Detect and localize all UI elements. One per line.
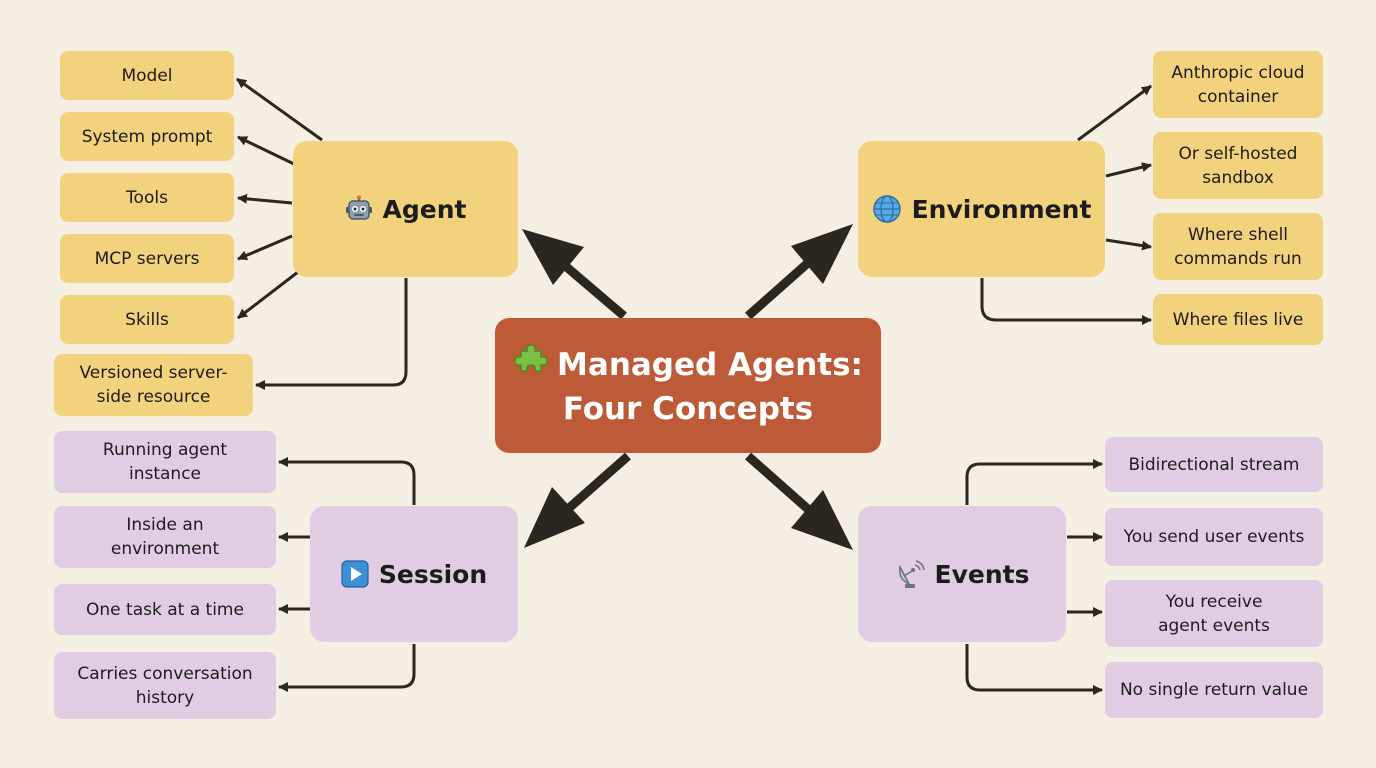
center-arrows xyxy=(522,224,853,550)
center-title-line1: Managed Agents: xyxy=(557,346,863,383)
puzzle-piece-icon xyxy=(513,341,549,388)
agent-item: Skills xyxy=(60,295,234,344)
events-arrows xyxy=(965,459,1103,695)
environment-arrows xyxy=(980,84,1152,325)
events-item: You send user events xyxy=(1105,508,1323,566)
hub-environment-label: Environment xyxy=(911,194,1092,224)
satellite-dish-icon xyxy=(895,559,925,589)
hub-agent: Agent xyxy=(293,141,518,277)
hub-environment: Environment xyxy=(858,141,1105,277)
hub-agent-label: Agent xyxy=(382,194,467,224)
agent-item: System prompt xyxy=(60,112,234,161)
session-arrows xyxy=(278,457,416,692)
center-node: Managed Agents: Four Concepts xyxy=(495,318,881,453)
hub-events: Events xyxy=(858,506,1066,642)
arrow-to-agent xyxy=(522,229,584,285)
hub-events-label: Events xyxy=(934,559,1030,589)
agent-item: MCP servers xyxy=(60,234,234,283)
arrow-to-events xyxy=(791,490,853,550)
center-title-line2: Four Concepts xyxy=(562,391,814,427)
arrow-to-environment xyxy=(791,224,853,284)
globe-icon xyxy=(872,194,902,224)
agent-item: Model xyxy=(60,51,234,100)
agent-arrows xyxy=(236,77,408,390)
hub-session-label: Session xyxy=(378,559,488,589)
session-item: One task at a time xyxy=(54,584,276,635)
events-item: No single return value xyxy=(1105,662,1323,718)
robot-icon xyxy=(345,195,373,223)
hub-session: Session xyxy=(310,506,518,642)
environment-item: Where files live xyxy=(1153,294,1323,345)
play-button-icon xyxy=(341,560,369,588)
events-item: Bidirectional stream xyxy=(1105,437,1323,492)
agent-item: Tools xyxy=(60,173,234,222)
agent-item: Versioned server-side resource xyxy=(54,354,253,416)
arrow-to-session xyxy=(524,487,585,548)
